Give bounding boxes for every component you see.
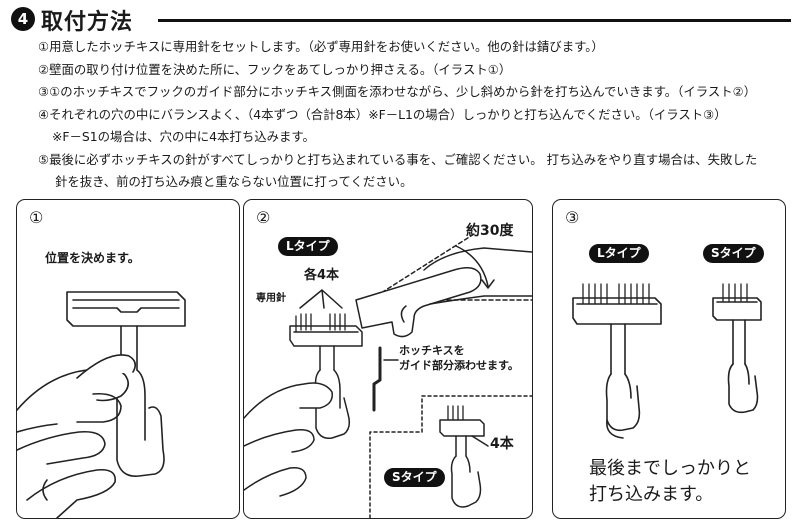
- panel-1-number: ①: [29, 208, 44, 227]
- illustration-panel-1: ① 位置を決めます。: [16, 199, 240, 519]
- s-type-pill: Sタイプ: [703, 244, 764, 263]
- instruction-step-3: ③①のホッチキスでフックのガイド部分にホッチキス側面を添わせながら、少し斜めから…: [38, 84, 757, 99]
- each-four-label: 各4本: [304, 268, 340, 283]
- instruction-step-5-cont: 針を抜き、前の打ち込み痕と重ならない位置に打ってください。: [55, 174, 413, 189]
- section-header: 4 取付方法: [11, 4, 791, 35]
- instruction-note-s1: ※F－S1の場合は、穴の中に4本打ち込みます。: [52, 129, 315, 144]
- l-type-pill: Lタイプ: [589, 244, 649, 263]
- completed-hooks-illustration: [572, 283, 762, 439]
- l-type-pill: Lタイプ: [278, 237, 338, 256]
- instruction-step-5: ⑤最後に必ずホッチキスの針がすべてしっかりと打ち込まれている事を、ご確認ください…: [38, 151, 758, 167]
- final-caption: 最後までしっかりと 打ち込みます。: [589, 456, 751, 508]
- staple-label: 専用針: [256, 293, 286, 304]
- stapler-insertion-illustration: [244, 233, 532, 518]
- instruction-step-1: ①用意したホッチキスに専用針をセットします。（必ず専用針をお使いください。他の針…: [38, 39, 604, 54]
- final-caption-line-2: 打ち込みます。: [589, 484, 714, 505]
- illustration-panel-3: ③ Lタイプ Sタイプ 最後までしっかりと 打ち込みます。: [552, 199, 786, 519]
- guide-note-line-2: ガイド部分添わせます。: [399, 359, 519, 372]
- final-caption-line-1: 最後までしっかりと: [589, 458, 751, 479]
- four-staples-label: 4本: [490, 436, 514, 452]
- section-title: 取付方法: [41, 10, 134, 35]
- illustration-panel-2: ② Lタイプ 各4本 専用針 約30度 ホッチキスを ガイド部分添わせます。 S…: [243, 199, 533, 519]
- step-number-badge: 4: [11, 7, 35, 31]
- instruction-step-2: ②壁面の取り付け位置を決めた所に、フックをあてしっかり押さえる。（イラスト①）: [38, 61, 512, 77]
- title-rule: [158, 19, 791, 22]
- panel-2-number: ②: [256, 208, 271, 227]
- s-type-pill: Sタイプ: [384, 468, 445, 487]
- panel-3-number: ③: [565, 208, 580, 227]
- instruction-list: ①用意したホッチキスに専用針をセットします。（必ず専用針をお使いください。他の針…: [38, 36, 798, 194]
- instruction-step-4: ④それぞれの穴の中にバランスよく、（4本ずつ（合計8本）※F－L1の場合）しっか…: [38, 106, 727, 122]
- guide-note-line-1: ホッチキスを: [399, 344, 465, 357]
- hand-holding-hook-illustration: [17, 291, 186, 518]
- angle-label: 約30度: [466, 223, 514, 239]
- panel-1-caption: 位置を決めます。: [45, 251, 140, 265]
